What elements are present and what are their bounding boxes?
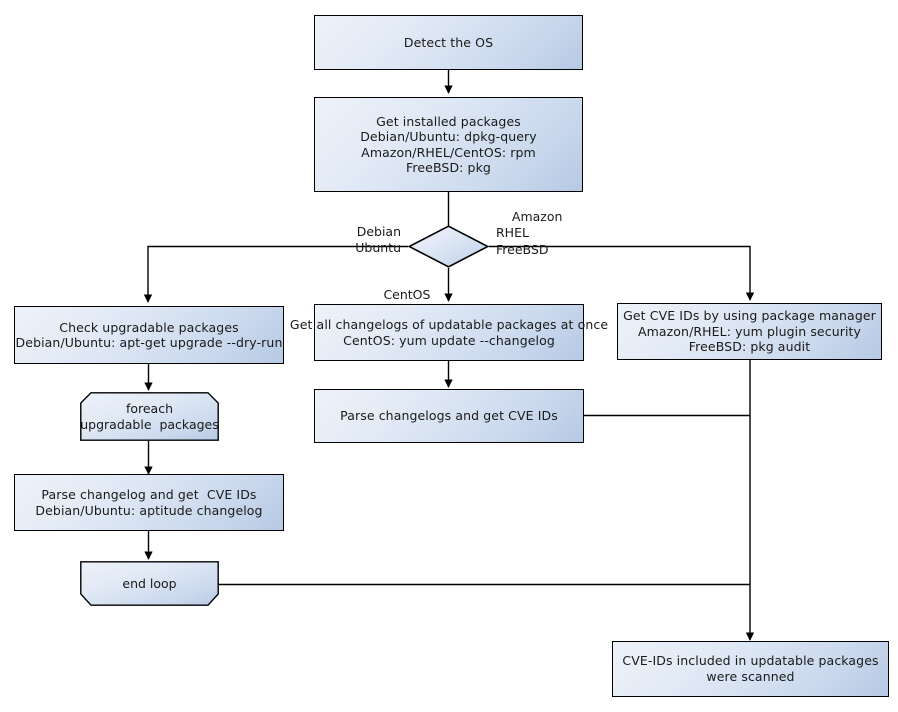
node-parse-changelogs-multi-label: Parse changelogs and get CVE IDs	[340, 408, 558, 424]
node-get-installed-packages[interactable]: Get installed packages Debian/Ubuntu: dp…	[314, 97, 583, 192]
node-detect-os[interactable]: Detect the OS	[314, 15, 583, 70]
node-foreach-upgradable-label: foreach upgradable packages	[80, 401, 219, 432]
edge-label-debian-ubuntu: Debian Ubuntu	[276, 207, 401, 273]
node-end-loop[interactable]: end loop	[80, 561, 219, 606]
node-check-upgradable-label: Check upgradable packages Debian/Ubuntu:…	[15, 319, 283, 351]
node-scan-complete[interactable]: CVE-IDs included in updatable packages w…	[612, 641, 889, 697]
node-check-upgradable[interactable]: Check upgradable packages Debian/Ubuntu:…	[14, 306, 284, 364]
node-os-decision[interactable]	[408, 225, 489, 268]
edge-label-debian-ubuntu-text: Debian Ubuntu	[355, 223, 401, 256]
node-get-cve-pkg-manager-label: Get CVE IDs by using package manager Ama…	[623, 308, 876, 355]
node-get-all-changelogs[interactable]: Get all changelogs of updatable packages…	[290, 304, 608, 361]
node-get-installed-packages-label: Get installed packages Debian/Ubuntu: dp…	[360, 113, 537, 176]
node-get-cve-pkg-manager[interactable]: Get CVE IDs by using package manager Ama…	[617, 303, 882, 360]
node-scan-complete-label: CVE-IDs included in updatable packages w…	[622, 653, 879, 684]
diamond-shape	[408, 225, 489, 268]
node-foreach-upgradable[interactable]: foreach upgradable packages	[80, 392, 219, 441]
node-get-all-changelogs-label: Get all changelogs of updatable packages…	[289, 317, 609, 348]
node-end-loop-label: end loop	[122, 575, 177, 591]
loop-start-shape	[80, 392, 219, 441]
edge-label-centos: CentOS	[364, 270, 434, 320]
node-parse-changelog-single[interactable]: Parse changelog and get CVE IDs Debian/U…	[14, 474, 284, 531]
edge-label-amazon-rhel-freebsd-text: Amazon RHEL FreeBSD	[496, 208, 563, 257]
node-parse-changelogs-multi[interactable]: Parse changelogs and get CVE IDs	[314, 389, 584, 443]
node-parse-changelog-single-label: Parse changelog and get CVE IDs Debian/U…	[35, 487, 263, 518]
edge-label-centos-text: CentOS	[383, 286, 431, 302]
loop-end-shape	[80, 561, 219, 606]
node-detect-os-label: Detect the OS	[403, 34, 494, 50]
edge-label-amazon-rhel-freebsd: Amazon RHEL FreeBSD	[496, 192, 636, 275]
